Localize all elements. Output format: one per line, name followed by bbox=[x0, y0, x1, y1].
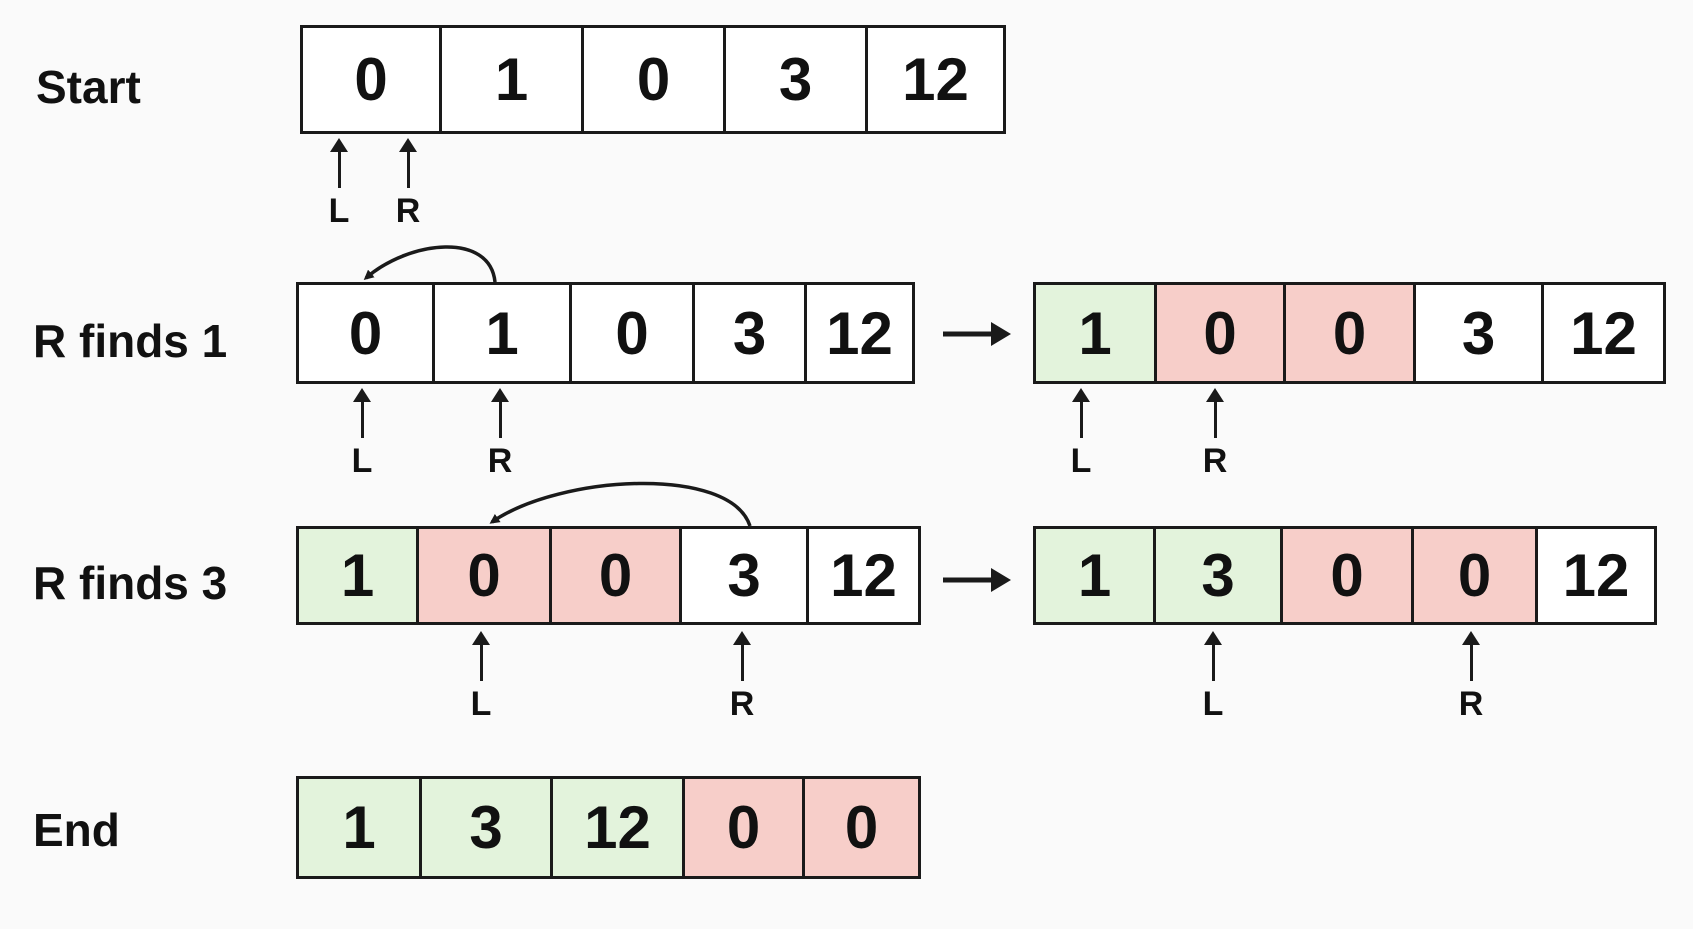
pointer-l: L bbox=[319, 138, 359, 228]
array-cell: 0 bbox=[1414, 529, 1538, 622]
array-cell: 12 bbox=[826, 299, 893, 367]
array-cell: 1 bbox=[442, 28, 584, 131]
pointer-label: L bbox=[470, 685, 492, 723]
pointer-label: L bbox=[328, 192, 350, 230]
array-cell: 0 bbox=[685, 779, 805, 876]
swap-arrow-step1 bbox=[363, 245, 497, 283]
array-start: 0 1 0 3 12 bbox=[300, 25, 1006, 134]
row-label-start: Start bbox=[36, 61, 141, 113]
arrow-up-icon bbox=[399, 138, 417, 188]
arrow-up-icon bbox=[1462, 631, 1480, 681]
pointer-label: L bbox=[351, 442, 373, 480]
array-cell: 3 bbox=[682, 529, 809, 622]
pointer-label: R bbox=[1202, 442, 1228, 480]
array-cell: 0 bbox=[1283, 529, 1414, 622]
swap-arrow-step2 bbox=[489, 481, 752, 527]
array-cell: 1 bbox=[1036, 529, 1156, 622]
arrow-up-icon bbox=[491, 388, 509, 438]
transition-arrow-step1 bbox=[943, 322, 1011, 346]
array-end: 1 3 12 0 0 bbox=[296, 776, 921, 879]
arrow-up-icon bbox=[472, 631, 490, 681]
array-cell: 1 bbox=[435, 285, 572, 381]
array-cell: 1 bbox=[299, 779, 422, 876]
array-step2-before: 1 0 0 3 12 bbox=[296, 526, 921, 625]
array-cell: 3 bbox=[1156, 529, 1283, 622]
pointer-label: R bbox=[487, 442, 513, 480]
row-label-end: End bbox=[33, 804, 120, 856]
pointer-label: R bbox=[395, 192, 421, 230]
arrow-up-icon bbox=[330, 138, 348, 188]
array-step2-after: 1 3 0 0 12 bbox=[1033, 526, 1657, 625]
row-label-step1: R finds 1 bbox=[33, 315, 228, 367]
pointer-r: R bbox=[1195, 388, 1235, 478]
array-cell: 12 bbox=[830, 542, 897, 609]
pointer-r: R bbox=[1451, 631, 1491, 721]
pointer-l: L bbox=[1193, 631, 1233, 721]
pointer-label: L bbox=[1202, 685, 1224, 723]
arrow-up-icon bbox=[353, 388, 371, 438]
array-cell: 0 bbox=[552, 529, 682, 622]
array-cell: 0 bbox=[303, 28, 442, 131]
array-cell: 12 bbox=[553, 779, 685, 876]
array-cell: 12 bbox=[1570, 299, 1637, 367]
pointer-r: R bbox=[388, 138, 428, 228]
row-label-step2: R finds 3 bbox=[33, 557, 228, 609]
array-step1-before: 0 1 0 3 12 bbox=[296, 282, 915, 384]
arrow-up-icon bbox=[733, 631, 751, 681]
array-cell: 0 bbox=[584, 28, 726, 131]
pointer-l: L bbox=[342, 388, 382, 478]
arrow-up-icon bbox=[1204, 631, 1222, 681]
arrow-up-icon bbox=[1072, 388, 1090, 438]
array-cell: 0 bbox=[805, 779, 918, 876]
pointer-l: L bbox=[1061, 388, 1101, 478]
array-cell: 0 bbox=[1157, 285, 1286, 381]
array-step1-after: 1 0 0 3 12 bbox=[1033, 282, 1666, 384]
transition-arrow-step2 bbox=[943, 568, 1011, 592]
array-cell: 3 bbox=[726, 28, 868, 131]
arrow-up-icon bbox=[1206, 388, 1224, 438]
array-cell: 1 bbox=[299, 529, 419, 622]
pointer-r: R bbox=[480, 388, 520, 478]
pointer-label: R bbox=[1458, 685, 1484, 723]
array-cell: 1 bbox=[1036, 285, 1157, 381]
array-cell: 0 bbox=[1286, 285, 1416, 381]
array-cell: 12 bbox=[902, 46, 969, 113]
array-cell: 12 bbox=[1562, 542, 1630, 609]
pointer-l: L bbox=[461, 631, 501, 721]
pointer-r: R bbox=[722, 631, 762, 721]
array-cell: 0 bbox=[572, 285, 695, 381]
pointer-label: L bbox=[1070, 442, 1092, 480]
array-cell: 3 bbox=[695, 285, 807, 381]
array-cell: 3 bbox=[422, 779, 553, 876]
array-cell: 3 bbox=[1416, 285, 1544, 381]
array-cell: 0 bbox=[419, 529, 552, 622]
array-cell: 0 bbox=[299, 285, 435, 381]
pointer-label: R bbox=[729, 685, 755, 723]
